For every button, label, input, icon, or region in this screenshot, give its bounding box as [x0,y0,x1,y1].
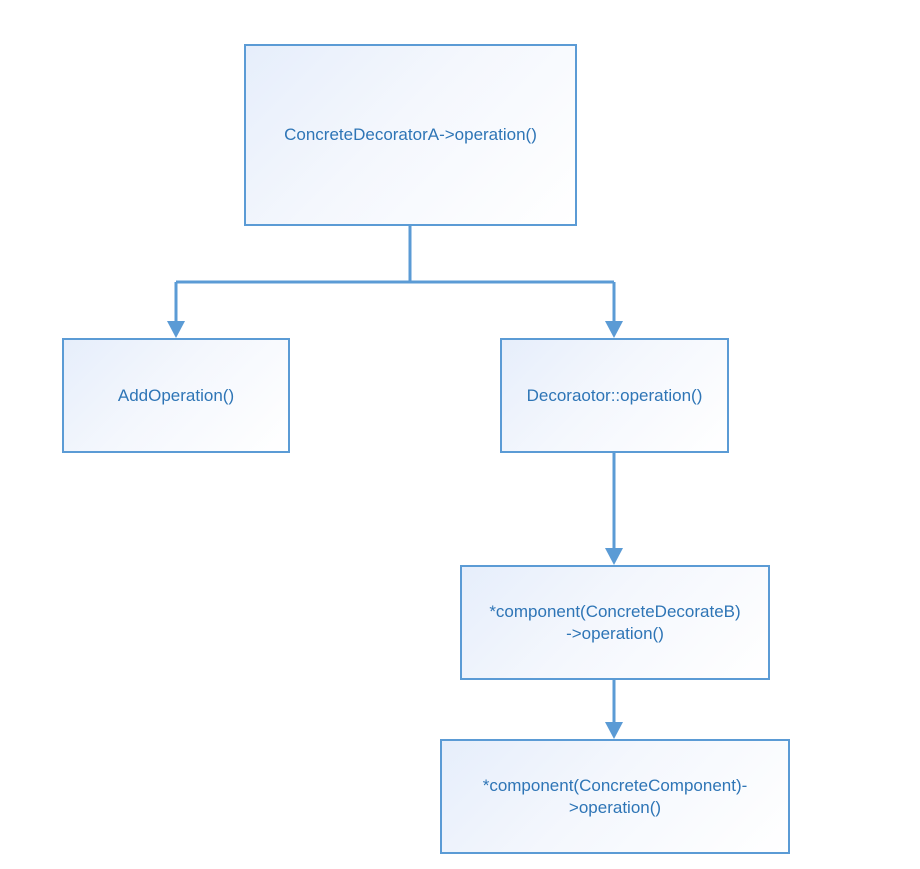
node-label: *component(ConcreteComponent)- >operatio… [482,775,748,817]
node-label: *component(ConcreteDecorateB) ->operatio… [489,601,741,643]
node-add-operation: AddOperation() [62,338,290,453]
node-label: Decoraotor::operation() [526,385,703,405]
node-concrete-decorator-a: ConcreteDecoratorA->operation() [244,44,577,226]
arrowhead-add-operation [167,321,185,338]
arrowhead-component-concrete [605,722,623,739]
arrowhead-component-b [605,548,623,565]
node-component-concrete: *component(ConcreteComponent)- >operatio… [440,739,790,854]
node-label: ConcreteDecoratorA->operation() [284,125,537,144]
node-label: AddOperation() [117,385,235,405]
node-decorator-operation: Decoraotor::operation() [500,338,729,453]
node-component-decorate-b: *component(ConcreteDecorateB) ->operatio… [460,565,770,680]
arrowhead-decorator-operation [605,321,623,338]
